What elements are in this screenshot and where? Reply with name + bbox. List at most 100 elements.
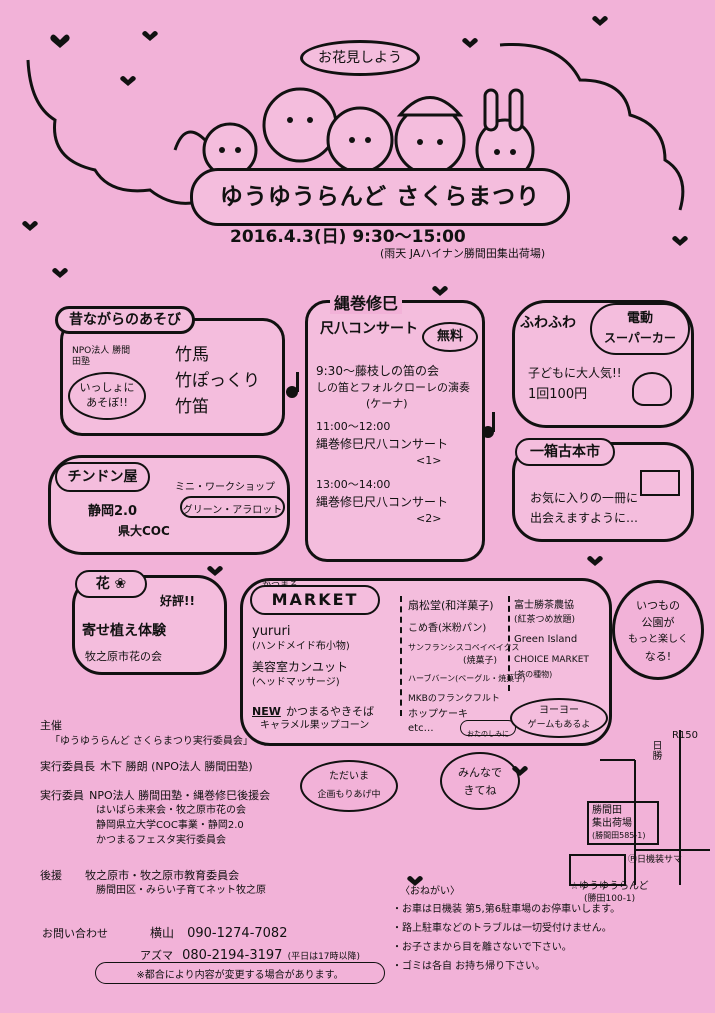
- access-map: [569, 730, 710, 886]
- hana-title-box: 花 ❀: [75, 570, 147, 598]
- fuwafuwa-line: 子どもに大人気!!: [528, 366, 622, 380]
- asobi-org: NPO法人 勝間田塾: [72, 346, 131, 367]
- schedule-line: (ケーナ): [366, 397, 408, 410]
- hitohako-lines: お気に入りの一冊に 出会えますように…: [530, 488, 638, 528]
- market-item: (焼菓子): [463, 656, 498, 666]
- request-line: ・お車は日機装 第5,第6駐車場のお停車いします。: [392, 904, 621, 915]
- market-right: 富士勝茶農協 (紅茶つめ放題) Green Island CHOICE MARK…: [514, 598, 609, 681]
- contact-name: 横山: [150, 926, 175, 940]
- park-line: いつもの: [636, 599, 680, 612]
- organizer-value: 牧之原市・牧之原市教育委員会: [85, 869, 240, 882]
- market-item: 扇松堂(和洋菓子): [408, 599, 494, 612]
- hitohako-title-box: 一箱古本市: [515, 438, 615, 466]
- schedule-line: しの笛とフォルクローレの演奏: [316, 381, 470, 394]
- characters-illustration: [173, 87, 535, 182]
- organizer-value: はいばら未来会・牧之原市花の会: [96, 805, 246, 816]
- schedule-line: 縄巻修巳尺八コンサート: [316, 495, 449, 509]
- market-item: (ハンドメイド布小物): [252, 641, 350, 652]
- market-item: ホップケーキ: [408, 709, 468, 720]
- market-new-row: NEW かつまるやきそば: [252, 700, 400, 719]
- supercar-line: スーパーカー: [604, 331, 676, 345]
- page-title: ゆうゆうらんど さくらまつり: [219, 184, 541, 210]
- header-badge: お花見しよう: [300, 40, 420, 76]
- fuwafuwa-title: ふわふわ: [520, 315, 576, 331]
- organizer-row: 後援 牧之原市・牧之原市教育委員会: [40, 864, 340, 883]
- market-item: CHOICE MARKET: [514, 655, 589, 665]
- contact-name: アズマ: [140, 949, 173, 962]
- map-ja: 勝間田 集出荷場 (勝間田585-1): [592, 804, 646, 842]
- map-park-line: (勝田100-1): [584, 894, 636, 904]
- hana-section: [72, 575, 227, 675]
- tadaima-bubble: ただいま 企画もりあげ中: [300, 760, 398, 812]
- asobi-title: 昔ながらのあそび: [69, 312, 181, 328]
- minna-line: みんなで: [458, 766, 502, 779]
- contact-1: 横山 090-1274-7082: [150, 922, 287, 941]
- market-item: 美容室カンユット: [252, 660, 349, 674]
- market-item: etc…: [408, 723, 434, 734]
- hana-org: 牧之原市花の会: [85, 650, 162, 663]
- map-route: R150: [672, 730, 699, 741]
- park-bubble: いつもの 公園が もっと楽しく なる!: [612, 580, 704, 680]
- minna-bubble: みんなで きてね: [440, 752, 520, 810]
- organizer-value: 静岡県立大学COC事業・静岡2.0: [96, 820, 244, 831]
- schedule-line: <1>: [416, 454, 442, 467]
- organizer-row: 実行委員長 木下 勝朗 (NPO法人 勝間田塾): [40, 755, 340, 774]
- contact-2: アズマ 080-2194-3197 (平日は17時以降): [140, 944, 360, 963]
- asobi-item: 竹馬: [175, 345, 209, 365]
- yoyo-line: ゲームもあるよ: [527, 720, 591, 730]
- market-item: こめ香(米粉パン): [408, 623, 487, 634]
- market-item: キャラメル果ップコーン: [260, 720, 370, 731]
- schedule-line: 13:00～14:00: [316, 478, 391, 491]
- title-log: ゆうゆうらんど さくらまつり: [190, 168, 570, 226]
- contact-tel-note: (平日は17時以降): [287, 952, 361, 962]
- market-item: MKBのフランクフルト: [408, 694, 500, 704]
- requests-title: 〈おねがい〉: [400, 886, 460, 897]
- asobi-item: 竹ぽっくり: [175, 371, 260, 391]
- event-datetime: 2016.4.3(日) 9:30～15:00: [230, 227, 466, 247]
- contact-label: お問い合わせ: [42, 927, 108, 940]
- book-icon: [640, 470, 680, 496]
- tadaima-line: 企画もりあげ中: [317, 790, 381, 800]
- chindon-title: チンドン屋: [67, 469, 138, 485]
- market-item: サンフランシスコベイベイクス: [408, 643, 520, 652]
- organizer-value: NPO法人 勝間田塾・縄巻修巳後援会: [89, 789, 271, 802]
- market-item: yururi: [252, 624, 291, 639]
- request-line: ・路上駐車などのトラブルは一切受付けません。: [392, 923, 612, 934]
- map-parking: Ⓟ日機装サマ: [628, 855, 683, 865]
- schedule-line: 縄巻修巳尺八コンサート: [316, 437, 449, 451]
- hitohako-title: 一箱古本市: [530, 444, 600, 460]
- asobi-bubble-line: いっしょに: [79, 381, 135, 394]
- map-ja-line: 集出荷場: [592, 818, 632, 829]
- map-ja-line: 勝間田: [592, 805, 622, 816]
- market-item: (紅茶つめ放題): [514, 615, 576, 625]
- organizer-list: 主催 「ゆうゆうらんど さくらまつり実行委員会」 実行委員長 木下 勝朗 (NP…: [40, 718, 340, 898]
- market-left: yururi (ハンドメイド布小物) 美容室カンユット (ヘッドマッサージ) N…: [252, 624, 400, 733]
- schedule-line: 9:30～藤枝しの笛の会: [316, 364, 439, 378]
- market-middle: 扇松堂(和洋菓子) こめ香(米粉パン) サンフランシスコベイベイクス (焼菓子)…: [408, 598, 526, 736]
- notice-text: ※都合により内容が変更する場合があります。: [136, 970, 344, 981]
- asobi-item: 竹笛: [175, 397, 209, 417]
- supercar-cloud: 電動 スーパーカー: [590, 303, 690, 355]
- free-badge: 無料: [422, 322, 478, 352]
- organizer-value: 勝間田区・みらい子育てネット牧之原: [96, 885, 266, 896]
- contact-tel: 080-2194-3197: [182, 948, 283, 963]
- map-ja-line: (勝間田585-1): [592, 831, 646, 840]
- fuwafuwa-lines: 子どもに大人気!! 1回100円: [528, 362, 622, 406]
- yoyo-line: ヨーヨー: [539, 705, 579, 716]
- market-title-box: MARKET: [250, 585, 380, 615]
- market-item: かつまるやきそば: [285, 705, 374, 718]
- organizer-label: 主催: [40, 719, 62, 732]
- chindon-title-box: チンドン屋: [55, 462, 150, 492]
- organizer-row: 実行委員 NPO法人 勝間田塾・縄巻修巳後援会: [40, 784, 340, 803]
- market-item: ハーブバーン(ベーグル・焼菓子): [408, 674, 526, 683]
- character-faces: [219, 117, 516, 155]
- asobi-bubble: いっしょに あそぼ!!: [68, 372, 146, 420]
- asobi-title-box: 昔ながらのあそび: [55, 306, 195, 334]
- organizer-value: 「ゆうゆうらんど さくらまつり実行委員会」: [50, 736, 253, 747]
- shakuhachi-title-2: 尺八コンサート: [320, 321, 418, 337]
- market-otanoshimi: おたのしみに: [460, 720, 516, 738]
- chindon-workshop: ミニ・ワークショップ: [175, 482, 275, 493]
- map-park-line: ☆ゆうゆうらんど: [570, 881, 649, 892]
- hana-event: 寄せ植え体験: [82, 623, 166, 639]
